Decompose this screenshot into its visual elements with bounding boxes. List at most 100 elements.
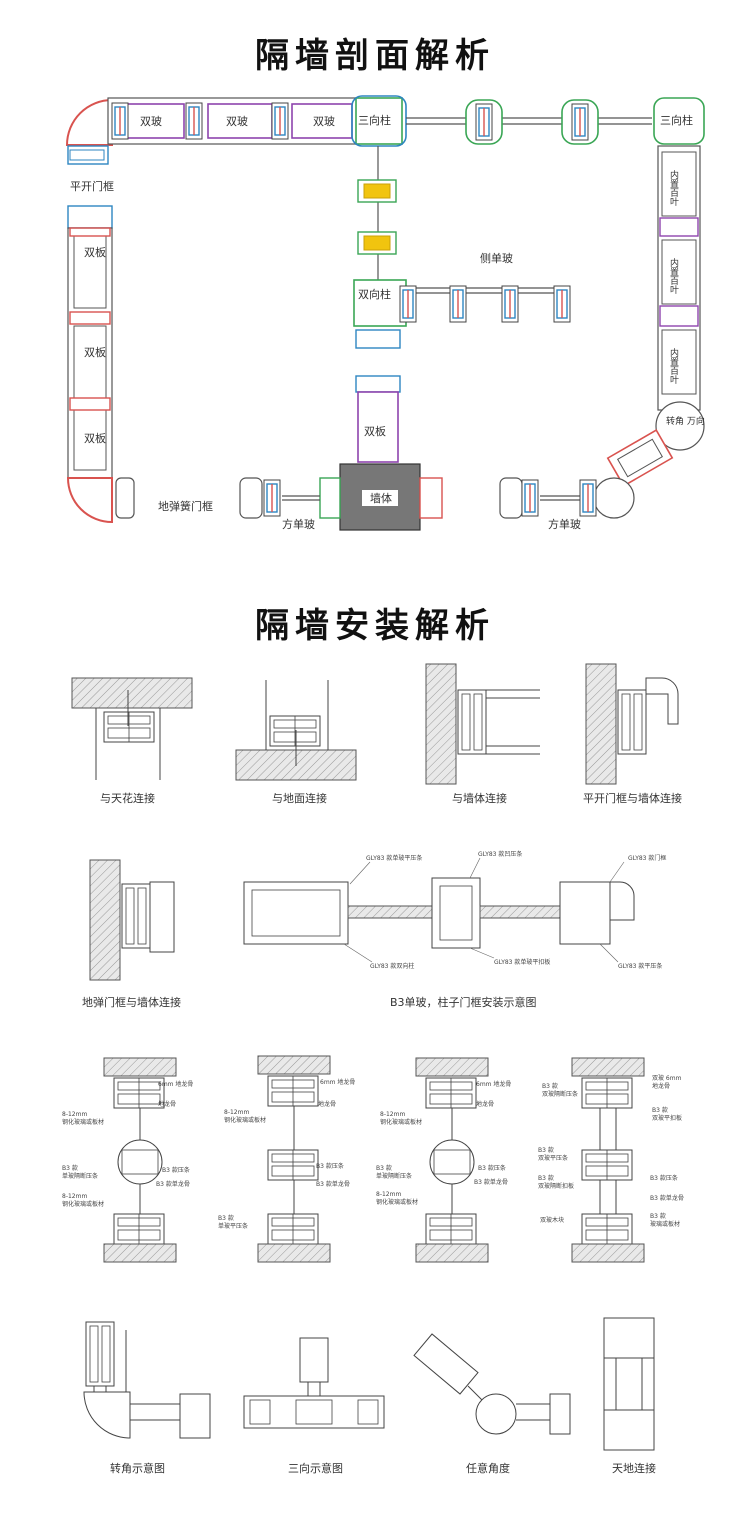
- d2-thickness: 8-12mm: [224, 1109, 249, 1116]
- d1-thickness-2: 8-12mm: [62, 1193, 87, 1200]
- d3-b3-strip: B3 款压条: [478, 1164, 506, 1172]
- caption-b3-installation: B3单玻，柱子门框安装示意图: [390, 995, 537, 1009]
- d3-glass-1: 钢化玻璃或板材: [380, 1118, 422, 1126]
- d4-double-glass-flat: 双玻平压条: [538, 1154, 568, 1162]
- d1-b3-joist: B3 款单龙骨: [156, 1180, 190, 1188]
- d1-b3-strip: B3 款压条: [162, 1166, 190, 1174]
- three-way-drawing: [243, 1337, 385, 1429]
- d4-b3-strip: B3 款压条: [650, 1174, 678, 1182]
- d4-double-glass-strip: 双玻隔断压条: [542, 1090, 578, 1098]
- vertical-section-1: [103, 1057, 177, 1263]
- vertical-section-3: [415, 1057, 489, 1263]
- callout-two-way-post: GLY83 款双向柱: [370, 962, 414, 970]
- label-double-glass-2: 双玻: [226, 115, 248, 128]
- d4-b3-4: B3 款: [538, 1174, 554, 1182]
- floor-spring-frame-wall-drawing: [89, 859, 175, 981]
- label-wall: 墙体: [370, 491, 392, 505]
- caption-floor-spring-wall: 地弹门框与墙体连接: [82, 995, 181, 1009]
- d3-thickness-1: 8-12mm: [380, 1111, 405, 1118]
- label-swing-door-frame: 平开门框: [70, 179, 114, 193]
- left-double-board-column: 双板 双板 双板: [66, 205, 135, 524]
- label-double-board-center: 双板: [364, 424, 386, 438]
- d4-double-glass-6mm: 双玻 6mm: [652, 1074, 682, 1082]
- d3-b3: B3 款: [376, 1164, 392, 1172]
- vertical-section-2: [257, 1055, 331, 1263]
- square-glass-right: 方单玻: [499, 477, 597, 531]
- round-post-2: [561, 99, 599, 145]
- two-way-post-run: 双向柱 侧单玻: [353, 252, 571, 349]
- d2-b3-strip: B3 款压条: [316, 1162, 344, 1170]
- vertical-section-4: [571, 1057, 645, 1263]
- d4-floor-joist: 地龙骨: [652, 1082, 670, 1090]
- d1-floor-joist-6mm: 6mm 地龙骨: [158, 1080, 193, 1088]
- d2-b3-joist: B3 款单龙骨: [316, 1180, 350, 1188]
- d2-floor-joist-6mm: 6mm 地龙骨: [320, 1078, 355, 1086]
- round-post-1: [465, 99, 503, 145]
- d3-b3-joist: B3 款单龙骨: [474, 1178, 508, 1186]
- right-blind-column: 内置百叶 内置百叶 内置百叶: [657, 145, 701, 411]
- callout-flat-strip: GLY83 款平压条: [618, 962, 662, 970]
- label-blind-1: 内置百叶: [668, 169, 679, 207]
- section2-title: 隔墙安装解析: [255, 606, 495, 646]
- label-two-way-post: 双向柱: [358, 287, 391, 301]
- d4-double-glass-cover: 双玻平扣板: [652, 1114, 682, 1122]
- top-double-glass-run: 双玻 双玻 双玻: [65, 97, 359, 146]
- d4-glass-board: 玻璃或板材: [650, 1220, 680, 1228]
- label-blind-2: 内置百叶: [668, 257, 679, 295]
- wall-block: 墙体: [319, 463, 443, 531]
- d3-glass-2: 钢化玻璃或板材: [376, 1198, 418, 1206]
- label-double-board-1a: 双板: [84, 245, 106, 259]
- callout-door-frame: GLY83 款门框: [628, 854, 666, 862]
- label-square-glass-right: 方单玻: [548, 517, 581, 531]
- callout-single-glass-flat-cover: GLY83 款单玻平扣板: [494, 958, 550, 966]
- caption-swing-door-wall: 平开门框与墙体连接: [583, 791, 682, 805]
- d3-floor-joist-6mm: 6mm 地龙骨: [476, 1080, 511, 1088]
- d1-glass-2: 钢化玻璃或板材: [62, 1200, 104, 1208]
- label-blind-3: 内置百叶: [668, 347, 679, 385]
- swing-door-frame: 平开门框: [67, 145, 114, 193]
- b3-installation-drawing: [243, 857, 635, 963]
- corner-drawing: [83, 1321, 211, 1439]
- label-double-board-3a: 双板: [84, 431, 106, 445]
- floor-connection-drawing: [235, 680, 357, 781]
- callout-single-glass-flat-strip: GLY83 款单玻平压条: [366, 854, 422, 862]
- d3-thickness-2: 8-12mm: [376, 1191, 401, 1198]
- d2-floor-joist: 地龙骨: [318, 1100, 336, 1108]
- d3-floor-joist: 地龙骨: [476, 1100, 494, 1108]
- d1-floor-joist: 地龙骨: [158, 1100, 176, 1108]
- three-way-post-right: 三向柱: [653, 97, 705, 145]
- universal-corner: 转角 万向: [593, 401, 705, 519]
- floor-spring-square-glass-left: 地弹簧门框 方单玻: [158, 477, 320, 531]
- d4-wood-block: 双玻木块: [540, 1216, 564, 1224]
- d4-double-glass-cover-2: 双玻隔断扣板: [538, 1182, 574, 1190]
- label-floor-spring-frame: 地弹簧门框: [158, 499, 213, 513]
- d2-glass: 钢化玻璃或板材: [224, 1116, 266, 1124]
- wall-connection-drawing: [425, 663, 540, 785]
- three-way-post-left: 三向柱: [351, 95, 407, 147]
- d4-b3-2: B3 款: [652, 1106, 668, 1114]
- caption-corner: 转角示意图: [110, 1461, 165, 1475]
- label-three-way-right: 三向柱: [660, 113, 693, 127]
- label-side-single-glass: 侧单玻: [480, 252, 513, 265]
- ceiling-connection-drawing: [71, 677, 193, 780]
- d4-b3-joist: B3 款单龙骨: [650, 1194, 684, 1202]
- d1-single-glass-strip: 单玻隔断压条: [62, 1172, 98, 1180]
- callout-concave-strip: GLY83 款凹压条: [478, 850, 522, 858]
- d4-b3-5: B3 款: [650, 1212, 666, 1220]
- caption-three-way: 三向示意图: [288, 1461, 343, 1475]
- caption-ceiling: 与天花连接: [100, 792, 155, 805]
- d1-b3: B3 款: [62, 1164, 78, 1172]
- any-angle-drawing: [413, 1333, 571, 1435]
- d1-glass-1: 钢化玻璃或板材: [62, 1118, 104, 1126]
- d4-b3-1: B3 款: [542, 1082, 558, 1090]
- d4-b3-3: B3 款: [538, 1146, 554, 1154]
- label-double-glass-3: 双玻: [313, 115, 335, 128]
- d2-b3: B3 款: [218, 1214, 234, 1222]
- caption-any-angle: 任意角度: [466, 1461, 510, 1475]
- label-double-board-2a: 双板: [84, 345, 106, 359]
- d3-single-glass-strip: 单玻隔断压条: [376, 1172, 412, 1180]
- center-connector-chain: [357, 146, 397, 290]
- section1-title: 隔墙剖面解析: [255, 36, 495, 76]
- center-double-board: 双板: [355, 375, 401, 463]
- label-three-way-left: 三向柱: [358, 113, 391, 127]
